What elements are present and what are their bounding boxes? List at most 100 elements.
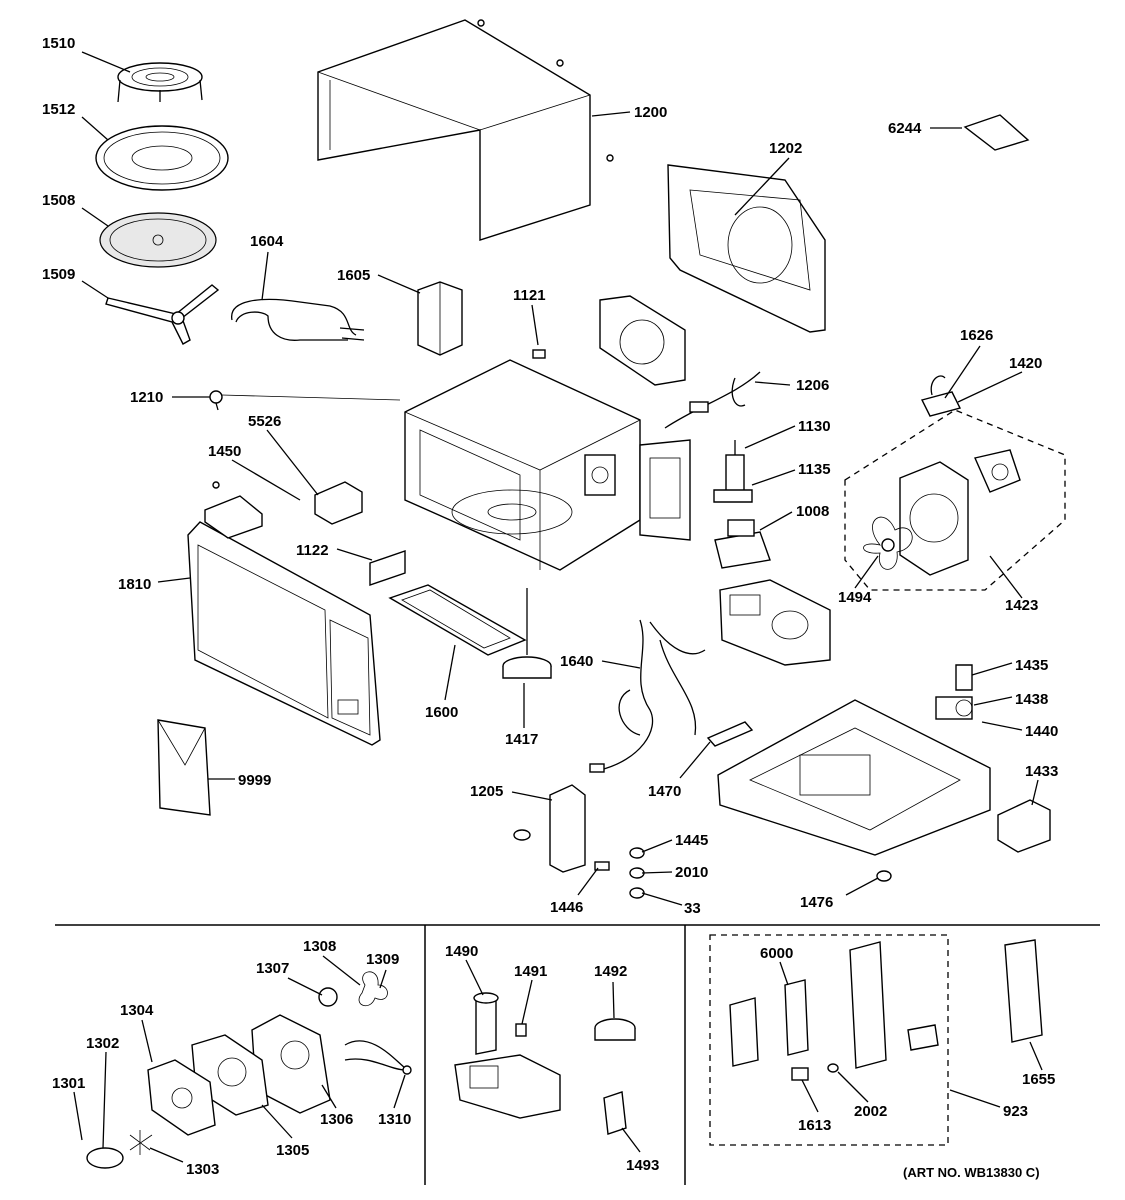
label-1510: 1510 [42, 35, 75, 52]
callout-labels: 1510 1512 1508 1509 1604 1605 1200 6244 … [42, 35, 1058, 1180]
label-1008: 1008 [796, 503, 829, 520]
label-1309: 1309 [366, 951, 399, 968]
label-1450: 1450 [208, 443, 241, 460]
section-separators [55, 924, 1100, 1185]
part-1438-capacitor [935, 696, 973, 720]
part-magnetron-assembly [719, 579, 831, 666]
label-1438: 1438 [1015, 691, 1048, 708]
label-1508: 1508 [42, 192, 75, 209]
label-923: 923 [1003, 1103, 1028, 1120]
part-1450-latch [204, 481, 263, 539]
part-1494-fan-blade [863, 516, 913, 570]
label-1202: 1202 [769, 140, 802, 157]
label-2010: 2010 [675, 864, 708, 881]
part-1492-motor [594, 1018, 636, 1041]
part-1130-switch [713, 440, 753, 503]
label-33: 33 [684, 900, 701, 917]
part-1200-outer-case [317, 19, 614, 241]
part-1307-motor [318, 987, 338, 1007]
label-1135: 1135 [798, 461, 831, 478]
part-main-cavity [404, 359, 691, 571]
label-1210: 1210 [130, 389, 163, 406]
label-1307: 1307 [256, 960, 289, 977]
part-1600-tray [388, 584, 527, 656]
label-1301: 1301 [52, 1075, 85, 1092]
part-1423-fan-assembly [844, 409, 1066, 591]
part-1470-bracket [706, 721, 754, 747]
label-1435: 1435 [1015, 657, 1048, 674]
label-1423: 1423 [1005, 597, 1038, 614]
label-1200: 1200 [634, 104, 667, 121]
part-5526-plate [314, 481, 363, 525]
label-6000: 6000 [760, 945, 793, 962]
part-1476-foot [876, 870, 892, 882]
part-1605-bracket [417, 281, 463, 356]
label-1476: 1476 [800, 894, 833, 911]
label-1121: 1121 [513, 287, 546, 304]
part-fan-shroud [599, 295, 686, 386]
part-1508-glass-tray [99, 212, 217, 268]
part-1491-clip [515, 1023, 527, 1037]
part-1304-panel [147, 1059, 216, 1136]
part-1493-cover [603, 1091, 627, 1135]
part-923-control-assembly [709, 934, 949, 1146]
part-1205-interlock [513, 784, 645, 899]
label-1206: 1206 [796, 377, 829, 394]
label-1810: 1810 [118, 576, 151, 593]
part-1510-heater-rack [117, 62, 203, 103]
part-1206-thermal-cord [664, 371, 761, 429]
label-1302: 1302 [86, 1035, 119, 1052]
part-1810-door [187, 521, 381, 746]
label-1122: 1122 [296, 542, 329, 559]
label-1303: 1303 [186, 1161, 219, 1178]
label-9999: 9999 [238, 772, 271, 789]
label-1613: 1613 [798, 1117, 831, 1134]
part-1435-bracket [955, 664, 973, 691]
label-1470: 1470 [648, 783, 681, 800]
part-1417-turntable-motor [502, 588, 552, 679]
label-2002: 2002 [854, 1103, 887, 1120]
part-1490-blower [473, 992, 499, 1055]
part-1303-spring [129, 1130, 153, 1155]
label-1640: 1640 [560, 653, 593, 670]
label-1493: 1493 [626, 1157, 659, 1174]
part-magnetron-housing [454, 1054, 561, 1119]
label-6244: 6244 [888, 120, 922, 137]
part-9999-manual [157, 719, 211, 816]
label-1492: 1492 [594, 963, 627, 980]
part-1512-roller-ring [95, 125, 229, 191]
label-1509: 1509 [42, 266, 75, 283]
label-1445: 1445 [675, 832, 708, 849]
part-1122-label [369, 550, 406, 586]
art-number: (ART NO. WB13830 C) [903, 1165, 1040, 1180]
part-6244-packet [963, 114, 1030, 151]
label-1420: 1420 [1009, 355, 1042, 372]
label-1490: 1490 [445, 943, 478, 960]
label-1512: 1512 [42, 101, 75, 118]
label-1600: 1600 [425, 704, 458, 721]
part-1640-wire-harness [589, 619, 706, 773]
label-1655: 1655 [1022, 1071, 1055, 1088]
label-1626: 1626 [960, 327, 993, 344]
part-1420-sensor [920, 375, 962, 417]
label-1205: 1205 [470, 783, 503, 800]
part-1302-coil [86, 1147, 124, 1169]
part-1121-fuse [532, 349, 546, 359]
label-1304: 1304 [120, 1002, 154, 1019]
part-1655-board [1004, 939, 1043, 1043]
label-1305: 1305 [276, 1142, 309, 1159]
part-1210-lamp [209, 390, 401, 411]
label-1494: 1494 [838, 589, 872, 606]
label-1605: 1605 [337, 267, 370, 284]
label-5526: 5526 [248, 413, 281, 430]
part-1310-wire [344, 1040, 412, 1075]
label-1433: 1433 [1025, 763, 1058, 780]
label-1306: 1306 [320, 1111, 353, 1128]
label-1446: 1446 [550, 899, 583, 916]
part-1008-transformer [714, 519, 771, 569]
leader-lines [73, 51, 1043, 1163]
part-1604-heater [231, 298, 365, 341]
label-1417: 1417 [505, 731, 538, 748]
part-base-plate [717, 699, 991, 856]
